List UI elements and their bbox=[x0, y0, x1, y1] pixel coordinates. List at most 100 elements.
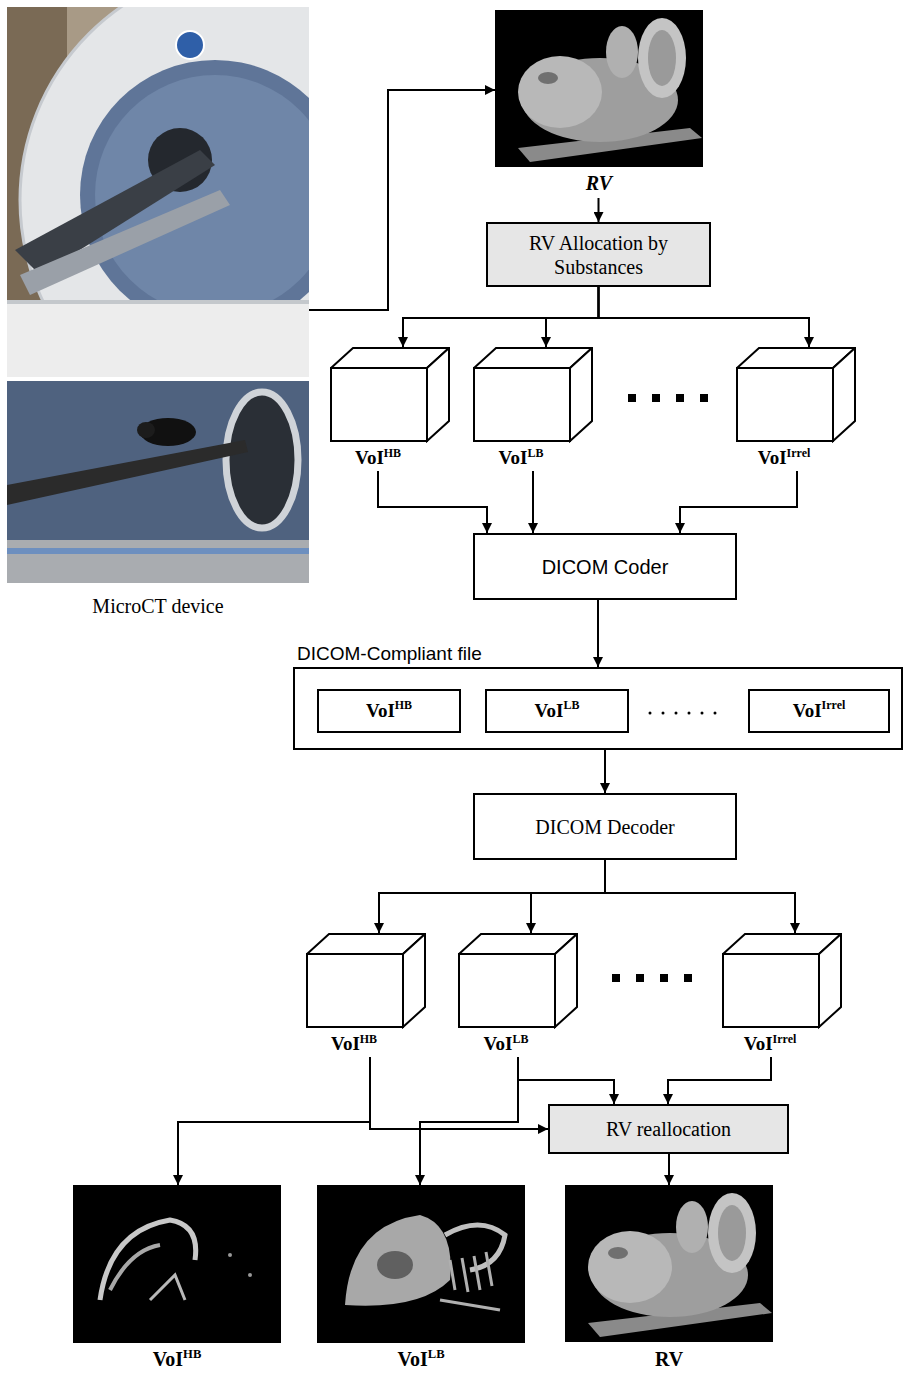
cube-face bbox=[555, 934, 577, 1027]
ellipsis-marks bbox=[636, 974, 644, 982]
superscript-text: LB bbox=[512, 1032, 528, 1046]
flow-arrow bbox=[668, 1057, 771, 1104]
high-bone-render bbox=[100, 1220, 196, 1300]
superscript-text: Irrel bbox=[787, 446, 811, 460]
cube-shape bbox=[473, 347, 593, 443]
box-text: DICOM Coder bbox=[542, 555, 669, 579]
ellipsis-marks bbox=[675, 712, 678, 715]
flow-arrow bbox=[599, 287, 810, 347]
low-bone-render bbox=[450, 1252, 492, 1292]
flow-arrow bbox=[532, 471, 534, 533]
cube-shape bbox=[458, 933, 578, 1029]
volume-slot: VoILB bbox=[485, 689, 629, 733]
cube-face bbox=[307, 954, 403, 1027]
device-photo: MicroCT device bbox=[7, 7, 309, 625]
node-text: VoI bbox=[484, 1033, 513, 1054]
cube-face bbox=[819, 934, 841, 1027]
device-photo-top bbox=[176, 31, 204, 59]
device-photo-top bbox=[7, 7, 309, 377]
box-text: RV reallocation bbox=[606, 1117, 731, 1141]
caption-row: MicroCT device bbox=[7, 595, 309, 618]
high-bone-render bbox=[110, 1245, 160, 1290]
box-text: VoIHB bbox=[366, 700, 412, 723]
superscript-text: LB bbox=[428, 1347, 445, 1361]
rendered-volume bbox=[648, 30, 676, 86]
high-bone-render bbox=[150, 1275, 185, 1300]
flow-arrow bbox=[309, 90, 495, 310]
flow-arrow bbox=[379, 860, 605, 933]
node-text: VoI bbox=[331, 1033, 360, 1054]
flow-arrow bbox=[403, 287, 599, 347]
device-photo-bottom bbox=[7, 548, 309, 554]
process-box: RV Allocation by Substances bbox=[486, 222, 711, 287]
ellipsis-marks bbox=[662, 712, 665, 715]
image-label: VoILB bbox=[317, 1348, 525, 1370]
low-bone-render bbox=[345, 1215, 451, 1306]
flow-arrow bbox=[420, 1057, 518, 1185]
rendered-volume bbox=[495, 10, 703, 167]
low-bone-render bbox=[440, 1300, 500, 1310]
image-label: RV bbox=[495, 172, 703, 194]
rendered-volume bbox=[495, 10, 703, 167]
device-photo-bottom bbox=[7, 381, 309, 583]
file-container: DICOM-Compliant fileVoIHBVoILBVoIIrrel bbox=[293, 667, 903, 750]
node-text: RV reallocation bbox=[606, 1118, 731, 1140]
volume-slot: VoIIrrel bbox=[748, 689, 890, 733]
device-photo-top bbox=[7, 300, 309, 304]
superscript-text: LB bbox=[527, 446, 543, 460]
cube-face bbox=[723, 954, 819, 1027]
cube-label: VoIIrrel bbox=[712, 1033, 828, 1055]
low-bone-render bbox=[377, 1251, 413, 1279]
box-text: VoILB bbox=[535, 700, 580, 723]
low-bone-render bbox=[317, 1185, 525, 1343]
flow-arrow bbox=[680, 471, 797, 533]
node-text: VoI bbox=[535, 700, 564, 721]
node-text: VoI bbox=[744, 1033, 773, 1054]
flow-arrow bbox=[531, 860, 605, 933]
flow-arrow bbox=[370, 1057, 548, 1129]
rendered-volume bbox=[538, 72, 558, 84]
cube-shape bbox=[722, 933, 842, 1029]
volume-cube: VoILB bbox=[458, 933, 578, 1057]
cube-face bbox=[833, 348, 855, 441]
superscript-text: Irrel bbox=[822, 698, 846, 712]
render-image: VoILB bbox=[317, 1185, 525, 1371]
box-text: VoIIrrel bbox=[793, 700, 846, 723]
cube-face bbox=[427, 348, 449, 441]
superscript-text: HB bbox=[183, 1347, 201, 1361]
flow-arrow bbox=[597, 600, 599, 667]
render-image: VoIHB bbox=[73, 1185, 281, 1371]
node-text: VoI bbox=[499, 447, 528, 468]
ellipsis-marks bbox=[649, 712, 652, 715]
node-text: RV bbox=[586, 172, 612, 194]
high-bone-render bbox=[228, 1253, 232, 1257]
node-text: VoI bbox=[758, 447, 787, 468]
flow-arrow bbox=[178, 1057, 370, 1185]
cube-label: VoIHB bbox=[296, 1033, 412, 1055]
cube-label: VoIIrrel bbox=[726, 447, 842, 469]
high-bone-render bbox=[73, 1185, 281, 1343]
cube-face bbox=[474, 368, 570, 441]
cube-label: VoIHB bbox=[320, 447, 436, 469]
rendered-volume bbox=[565, 1185, 773, 1342]
superscript-text: Irrel bbox=[773, 1032, 797, 1046]
rendered-volume bbox=[638, 18, 686, 98]
cube-face bbox=[331, 368, 427, 441]
process-box: RV reallocation bbox=[548, 1104, 789, 1154]
ellipsis-marks bbox=[700, 394, 708, 402]
container-heading: DICOM-Compliant file bbox=[297, 643, 482, 665]
node-text: RV bbox=[655, 1348, 683, 1370]
device-photo-bottom bbox=[137, 422, 155, 438]
device-photo-bottom bbox=[7, 440, 248, 505]
rendered-volume bbox=[606, 26, 638, 78]
flow-arrow bbox=[546, 287, 599, 347]
image-label: VoIHB bbox=[73, 1348, 281, 1370]
ellipsis-marks bbox=[676, 394, 684, 402]
decoder-box: DICOM Decoder bbox=[473, 793, 737, 860]
flow-arrow bbox=[605, 860, 795, 933]
superscript-text: LB bbox=[563, 698, 579, 712]
node-text: DICOM Coder bbox=[542, 556, 669, 578]
